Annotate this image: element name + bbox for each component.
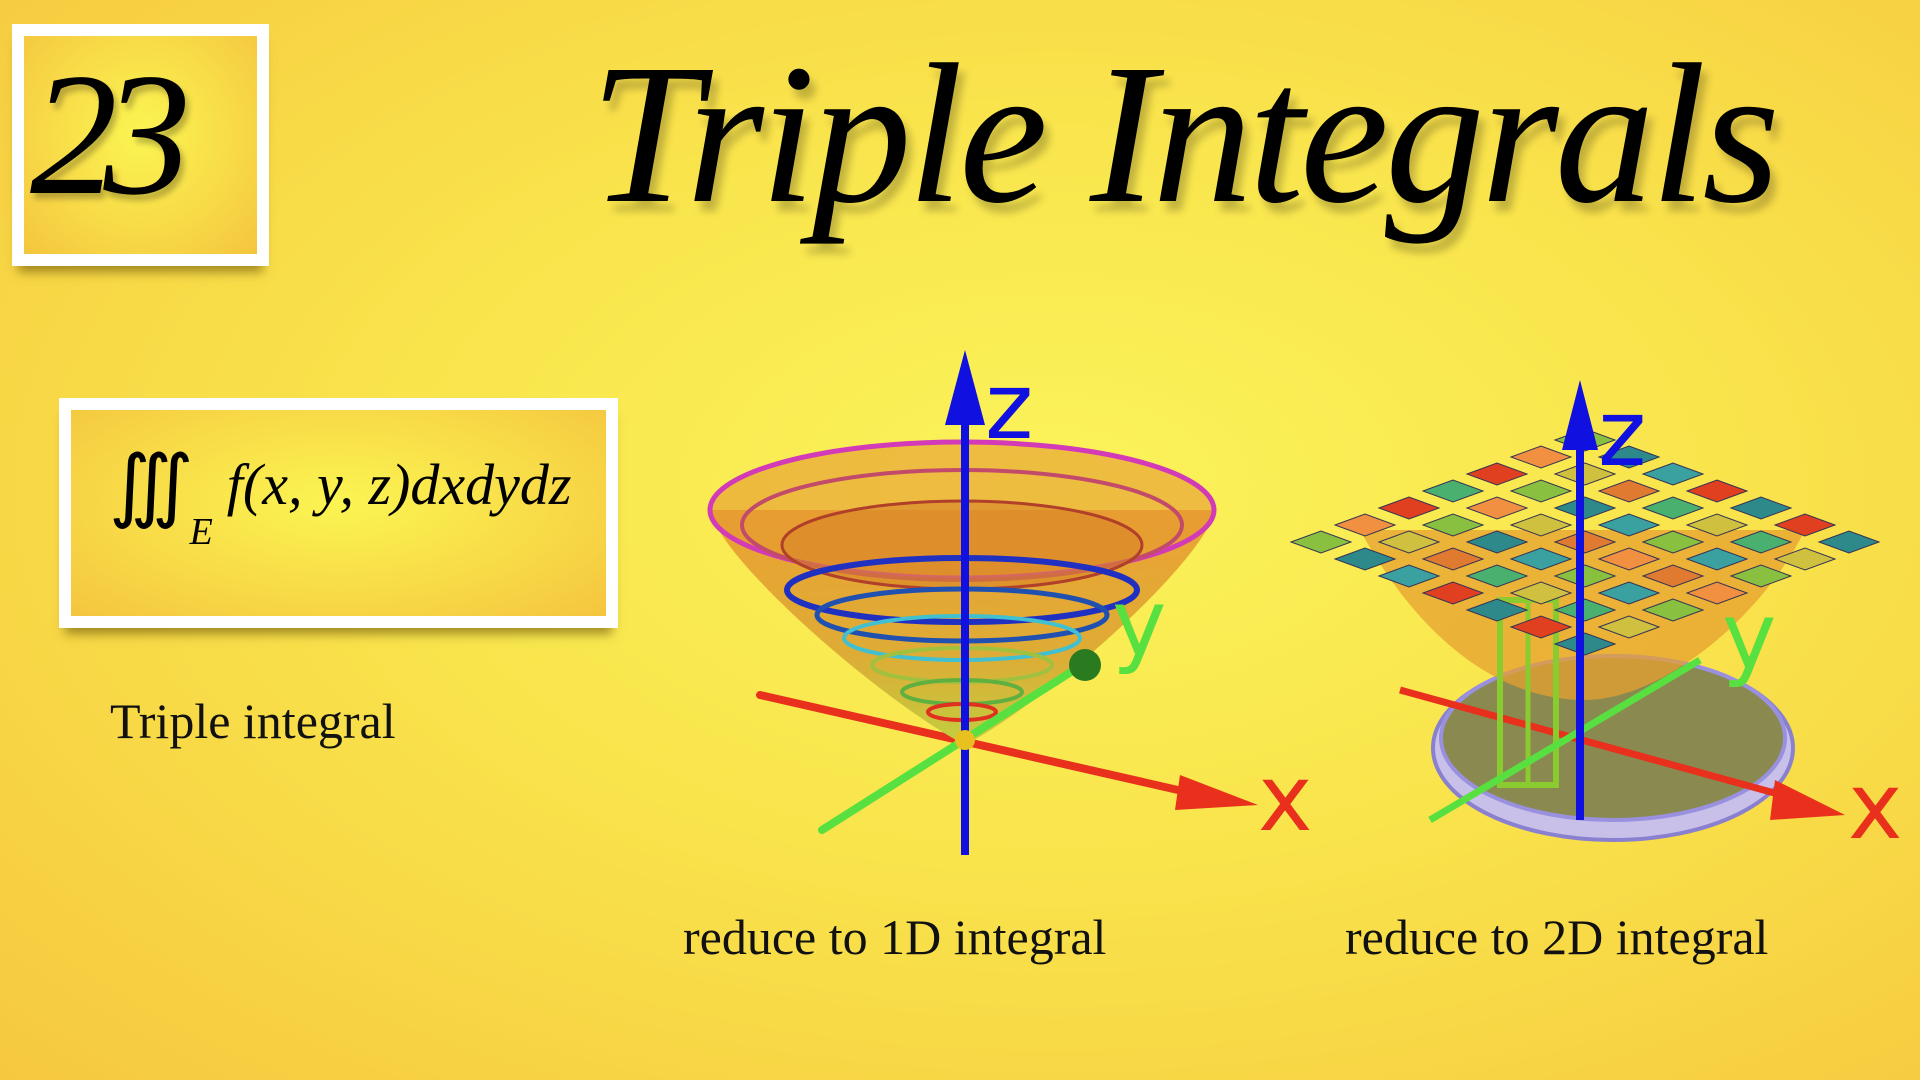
region-label: E <box>189 511 213 553</box>
tile <box>1817 530 1881 554</box>
x-axis <box>756 691 1204 799</box>
tile <box>1421 581 1485 605</box>
tile <box>1685 547 1749 571</box>
tile <box>1421 513 1485 537</box>
tile <box>1421 479 1485 503</box>
tile <box>1641 496 1705 520</box>
tile <box>1509 479 1573 503</box>
tile <box>1597 479 1661 503</box>
tile <box>1465 598 1529 622</box>
integrand: f(x, y, z)dxdydz <box>226 452 572 517</box>
tile <box>1597 581 1661 605</box>
y-axis <box>1428 656 1702 824</box>
figure-2d-columns: x y z <box>1289 380 1902 860</box>
y-axis-label: y <box>1112 570 1166 677</box>
tile <box>1641 564 1705 588</box>
tile <box>1465 462 1529 486</box>
tile <box>1377 564 1441 588</box>
tile <box>1685 513 1749 537</box>
lecture-number: 23 <box>30 37 191 231</box>
caption-reduce-1d: reduce to 1D integral <box>683 909 1107 965</box>
tile <box>1773 547 1837 571</box>
z-axis-arrow <box>1562 380 1598 450</box>
tile <box>1421 547 1485 571</box>
y-axis-arrow <box>1069 649 1101 681</box>
z-axis-arrow <box>945 350 985 425</box>
tile <box>1509 445 1573 469</box>
page-title: Triple Integrals <box>590 24 1780 245</box>
figure-1d-slices: x y z <box>707 350 1312 855</box>
y-axis <box>818 656 1094 834</box>
tile <box>1773 513 1837 537</box>
x-axis-arrow <box>1175 775 1258 810</box>
tile <box>1641 598 1705 622</box>
x-axis-label: x <box>1848 753 1902 860</box>
tile <box>1553 496 1617 520</box>
z-axis-label: z <box>1598 380 1646 487</box>
tile <box>1289 530 1353 554</box>
x-axis-arrow <box>1770 780 1845 820</box>
tile <box>1597 547 1661 571</box>
tile-grid <box>1289 428 1881 656</box>
tile <box>1553 632 1617 656</box>
tile <box>1597 615 1661 639</box>
tile <box>1333 513 1397 537</box>
triple-integral-formula: ∭Ef(x, y, z)dxdydz <box>109 438 571 554</box>
tile <box>1465 496 1529 520</box>
tile <box>1553 598 1617 622</box>
tile <box>1377 496 1441 520</box>
caption-triple-integral: Triple integral <box>110 693 396 749</box>
tile <box>1553 462 1617 486</box>
tile <box>1465 564 1529 588</box>
tile <box>1509 513 1573 537</box>
y-axis-label: y <box>1722 583 1776 690</box>
tile <box>1509 615 1573 639</box>
tile <box>1641 462 1705 486</box>
tile <box>1509 547 1573 571</box>
x-axis-label: x <box>1258 745 1312 852</box>
tile <box>1729 564 1793 588</box>
tile <box>1377 530 1441 554</box>
tile <box>1509 581 1573 605</box>
caption-reduce-2d: reduce to 2D integral <box>1345 909 1769 965</box>
x-axis <box>1399 686 1801 804</box>
tile <box>1597 513 1661 537</box>
tile <box>1729 496 1793 520</box>
tile <box>1597 445 1661 469</box>
tile <box>1685 479 1749 503</box>
tile <box>1553 530 1617 554</box>
lecture-number-card: 23 <box>12 24 269 266</box>
tile <box>1685 581 1749 605</box>
tile <box>1553 564 1617 588</box>
tile <box>1641 530 1705 554</box>
tile <box>1333 547 1397 571</box>
tile <box>1729 530 1793 554</box>
formula-card: ∭Ef(x, y, z)dxdydz <box>59 398 618 628</box>
tile <box>1465 530 1529 554</box>
z-axis-label: z <box>985 353 1033 460</box>
